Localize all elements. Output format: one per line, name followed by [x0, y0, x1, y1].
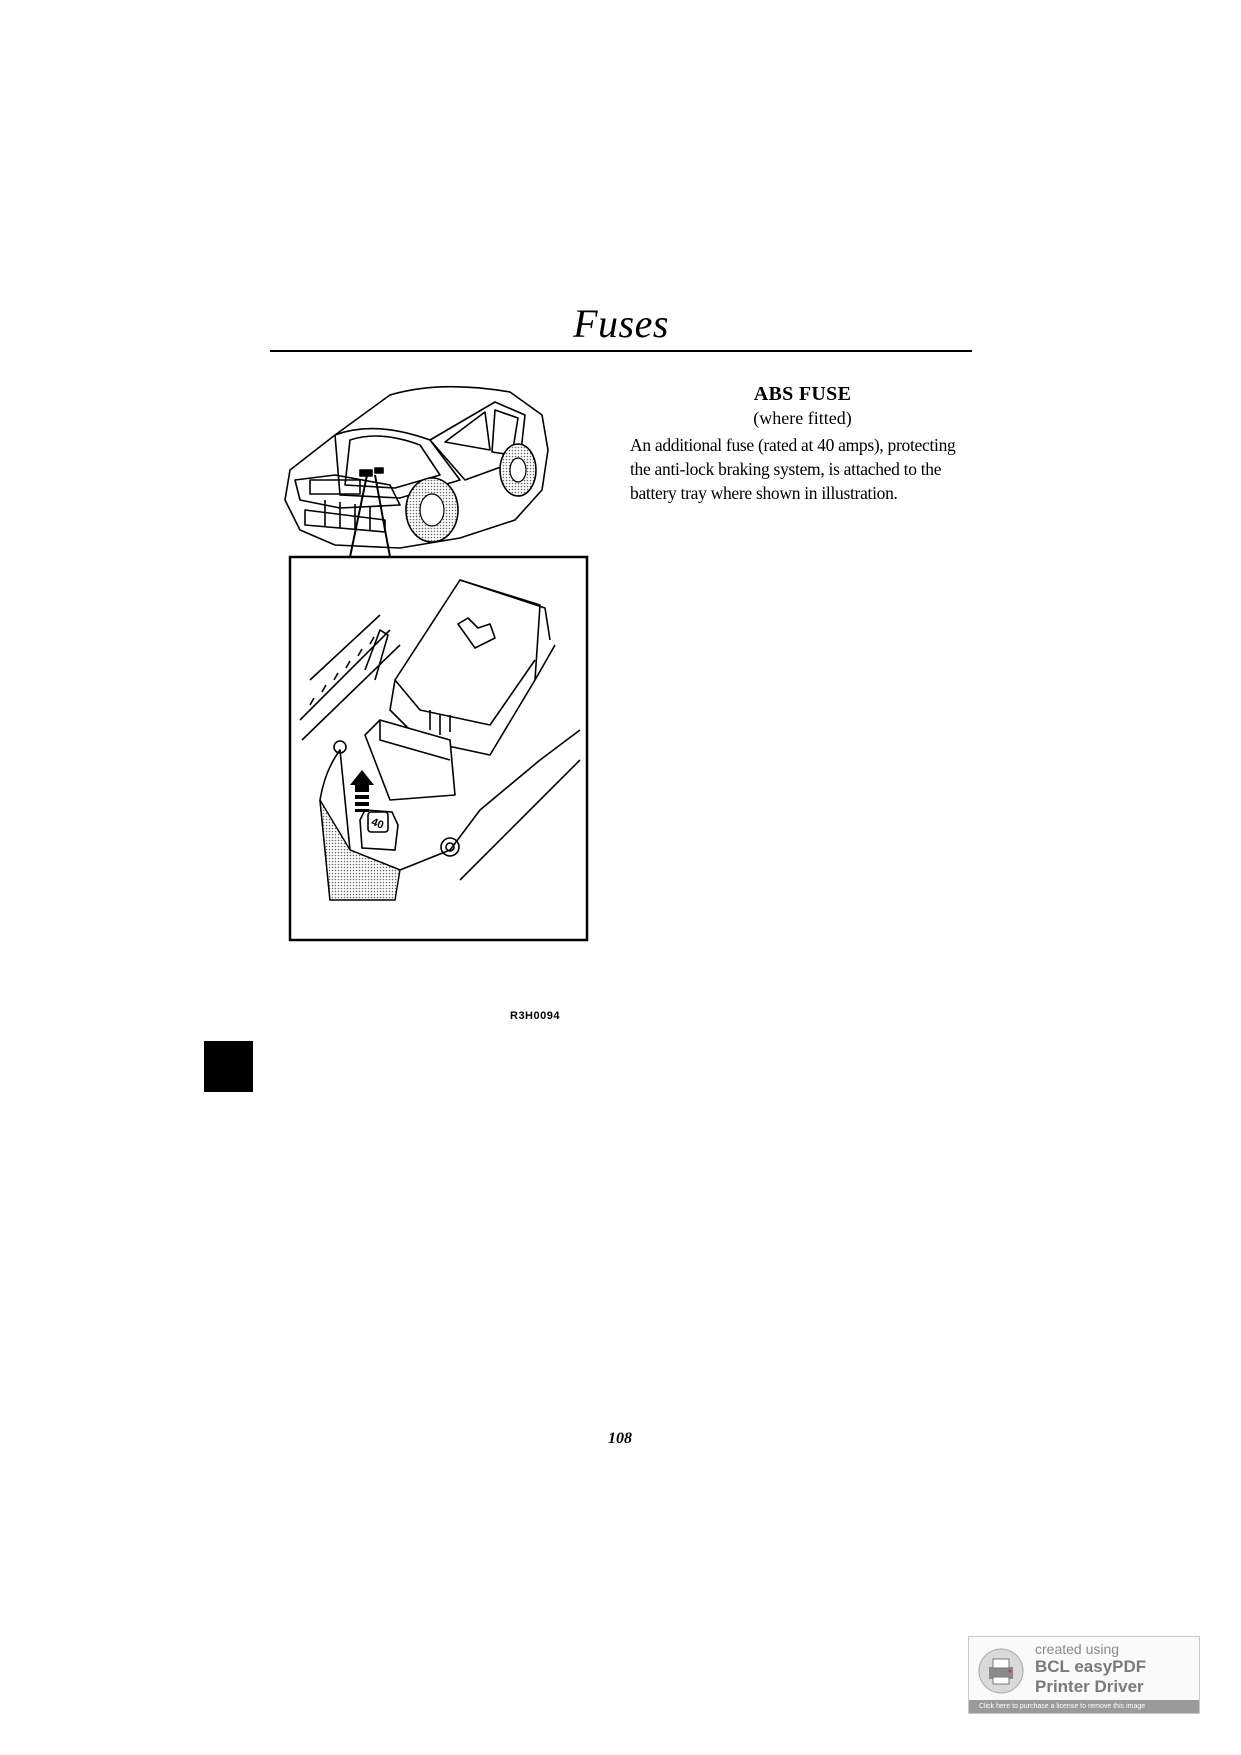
page-number: 108 — [608, 1430, 632, 1447]
section-tab-marker — [204, 1041, 253, 1092]
watermark-purchase-link[interactable]: Click here to purchase a license to remo… — [969, 1700, 1199, 1713]
battery-tray-detail — [299, 579, 581, 901]
abs-fuse-section: ABS FUSE (where fitted) An additional fu… — [630, 383, 975, 505]
abs-fuse-heading: ABS FUSE — [753, 383, 852, 405]
car-wheels — [405, 443, 537, 543]
tray-shading — [319, 799, 401, 901]
illustration-code: R3H0094 — [510, 1010, 560, 1022]
watermark-line-2: BCL easyPDF — [1035, 1657, 1147, 1676]
abs-fuse-body: An additional fuse (rated at 40 amps), p… — [630, 435, 956, 503]
abs-fuse-illustration: 40 — [284, 385, 589, 942]
fuse-holder: 40 — [359, 809, 399, 851]
pdf-watermark[interactable]: created using BCL easyPDF Printer Driver… — [968, 1636, 1200, 1714]
abs-fuse-subheading: (where fitted) — [753, 408, 852, 428]
printer-icon — [978, 1648, 1024, 1694]
fuse-rating-label: 40 — [370, 816, 386, 831]
watermark-line-3: Printer Driver — [1035, 1677, 1144, 1696]
removal-arrow-icon — [350, 770, 374, 812]
page-title: Fuses — [573, 301, 669, 346]
watermark-line-1: created using — [1035, 1641, 1120, 1657]
title-rule — [270, 350, 972, 352]
callout-lines — [349, 474, 391, 558]
